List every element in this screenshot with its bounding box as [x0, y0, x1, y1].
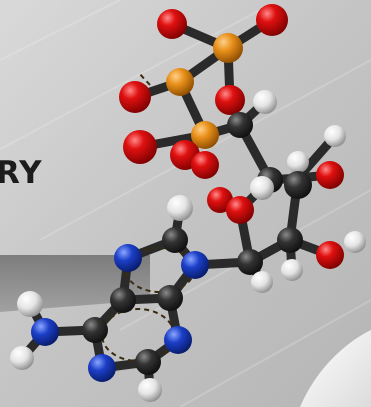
- carbon-atom: [277, 227, 303, 253]
- hydrogen-atom: [324, 125, 346, 147]
- nitrogen-atom: [114, 244, 142, 272]
- carbon-atom: [110, 287, 136, 313]
- hydrogen-atom: [138, 378, 162, 402]
- oxygen-atom: [119, 81, 151, 113]
- carbon-atom: [227, 112, 253, 138]
- hydrogen-atom: [250, 176, 274, 200]
- hydrogen-atom: [10, 346, 34, 370]
- atoms: [10, 4, 366, 402]
- phosphorus-atom: [166, 68, 194, 96]
- carbon-atom: [157, 285, 183, 311]
- caption-text: RY: [0, 155, 43, 191]
- hydrogen-atom: [253, 90, 277, 114]
- phosphorus-atom: [191, 121, 219, 149]
- carbon-atom: [82, 317, 108, 343]
- carbon-atom: [135, 349, 161, 375]
- carbon-atom: [162, 227, 188, 253]
- oxygen-atom: [226, 196, 254, 224]
- hydrogen-atom: [287, 151, 309, 173]
- nitrogen-atom: [88, 354, 116, 382]
- hydrogen-atom: [167, 195, 193, 221]
- hydrogen-atom: [281, 259, 303, 281]
- hydrogen-atom: [251, 271, 273, 293]
- phosphorus-atom: [213, 33, 243, 63]
- white-sheet: [300, 330, 371, 407]
- oxygen-atom: [316, 161, 344, 189]
- oxygen-atom: [157, 9, 187, 39]
- hydrogen-atom: [344, 231, 366, 253]
- nitrogen-atom: [31, 318, 59, 346]
- oxygen-atom: [256, 4, 288, 36]
- oxygen-atom: [191, 151, 219, 179]
- oxygen-atom: [123, 130, 157, 164]
- carbon-atom: [237, 249, 263, 275]
- hydrogen-atom: [17, 291, 43, 317]
- nitrogen-atom: [164, 326, 192, 354]
- nitrogen-atom: [181, 251, 209, 279]
- oxygen-atom: [316, 241, 344, 269]
- oxygen-atom: [215, 85, 245, 115]
- carbon-atom: [284, 171, 312, 199]
